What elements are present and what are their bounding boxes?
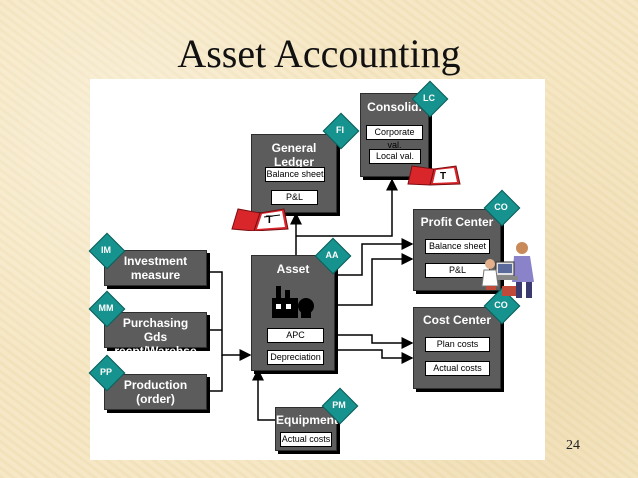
pc-balance-sheet-field[interactable]: Balance sheet (425, 239, 490, 254)
gl-balance-sheet-field[interactable]: Balance sheet (265, 167, 325, 182)
profit-center-title: Profit Center (420, 215, 494, 229)
connector-asset-cost-2 (334, 349, 414, 364)
production-title-line2: (order) (136, 392, 175, 406)
slide-title: Asset Accounting (177, 31, 461, 76)
svg-text:T: T (440, 171, 446, 182)
investment-box[interactable]: Investment measure (104, 250, 207, 286)
profit-center-box[interactable]: Profit Center Balance sheet P&L (413, 209, 501, 291)
people-at-computer-icon (481, 242, 534, 298)
equipment-title: Equipment (276, 413, 338, 427)
factory-icon (272, 286, 314, 318)
connector-equipment (252, 368, 275, 421)
equipment-actual-costs-field[interactable]: Actual costs (280, 432, 332, 447)
ledger-book-icon: T (231, 208, 289, 231)
connector-asset-consolid (296, 178, 398, 237)
co-badge-label-cost: CO (494, 300, 508, 310)
page-number: 24 (566, 438, 580, 453)
asset-box[interactable]: Asset APC Depreciation (251, 255, 335, 371)
consolid-box[interactable]: Consolid. Corporate val. Local val. (360, 93, 429, 177)
purchasing-box[interactable]: Purchasing Gds recpt/Warehse (104, 312, 207, 358)
investment-title-line2: measure (130, 268, 181, 282)
corporate-val-field[interactable]: Corporate val. (366, 125, 423, 150)
general-ledger-box[interactable]: General Ledger Balance sheet P&L (251, 134, 337, 213)
pp-badge-label: PP (99, 367, 112, 377)
actual-costs-field[interactable]: Actual costs (425, 361, 490, 376)
svg-text:T: T (266, 214, 273, 226)
im-badge-label: IM (101, 245, 111, 255)
asset-title: Asset (276, 262, 310, 276)
production-box[interactable]: Production (order) (104, 374, 207, 410)
cost-center-box[interactable]: Cost Center Plan costs Actual costs (413, 307, 501, 389)
aa-badge-label: AA (325, 250, 339, 260)
pm-badge-label: PM (332, 400, 346, 410)
fi-badge-label: FI (336, 125, 344, 135)
connector-production (205, 355, 223, 392)
general-ledger-title: General Ledger (271, 141, 317, 169)
consolid-book-icon: T (407, 165, 461, 186)
mm-badge-label: MM (98, 303, 114, 313)
purchasing-title-line2: Gds recpt/Warehse (114, 330, 197, 358)
connector-asset-profit (334, 238, 414, 276)
gl-pl-field[interactable]: P&L (271, 190, 318, 205)
investment-title-line1: Investment (123, 254, 188, 268)
production-title-line1: Production (123, 378, 188, 392)
lc-badge-label: LC (423, 93, 435, 103)
pc-pl-field[interactable]: P&L (425, 263, 490, 278)
plan-costs-field[interactable]: Plan costs (425, 337, 490, 352)
purchasing-title-line1: Purchasing (122, 316, 189, 330)
cost-center-title: Cost Center (422, 313, 491, 327)
connector-asset-profit-2 (334, 253, 414, 306)
apc-field[interactable]: APC (267, 328, 324, 343)
connector-asset-cost (334, 334, 414, 349)
local-val-field[interactable]: Local val. (369, 149, 421, 164)
co-badge-label-profit: CO (494, 202, 508, 212)
depreciation-field[interactable]: Depreciation (267, 350, 324, 365)
consolid-title: Consolid. (367, 100, 422, 114)
connector-investment (205, 271, 252, 361)
equipment-box[interactable]: Equipment Actual costs (275, 407, 338, 451)
